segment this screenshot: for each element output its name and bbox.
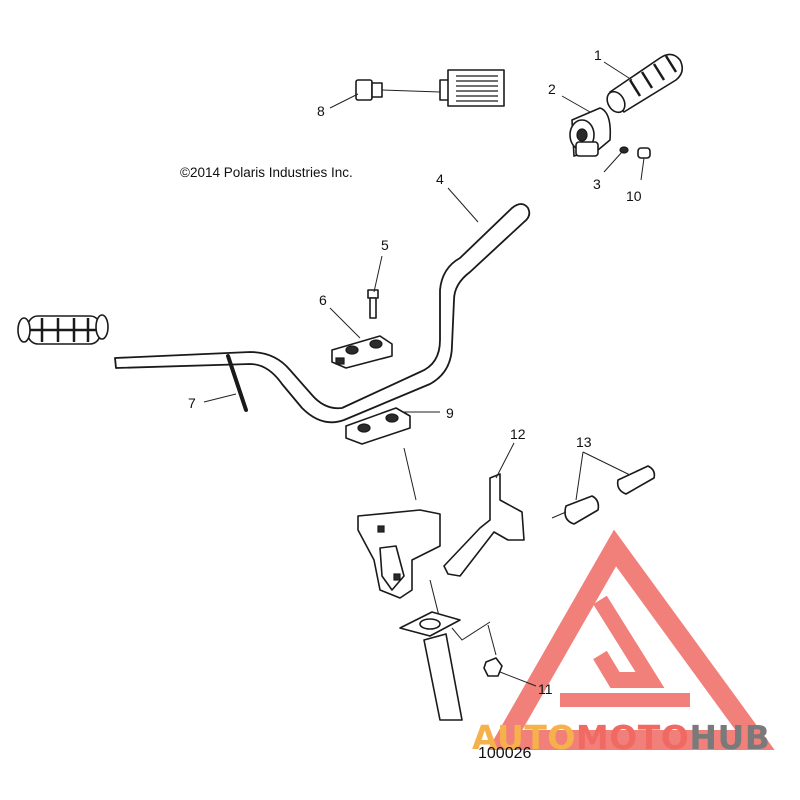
callout-8: 8 <box>317 103 325 119</box>
part-5-bolt <box>367 289 379 319</box>
part-8-heater-element <box>355 69 505 107</box>
callout-10: 10 <box>626 188 642 204</box>
watermark-hub: HUB <box>689 718 770 757</box>
left-grip <box>17 314 109 345</box>
watermark-auto: AUTO <box>472 718 576 757</box>
part-2-throttle-housing <box>569 107 612 157</box>
leader-lines <box>203 61 645 687</box>
part-6-upper-clamp <box>331 335 393 369</box>
copyright-text: ©2014 Polaris Industries Inc. <box>180 165 353 180</box>
callout-3: 3 <box>593 176 601 192</box>
watermark-text: AUTOMOTOHUB <box>472 718 770 757</box>
steering-post <box>399 611 463 721</box>
callout-2: 2 <box>548 81 556 97</box>
callout-4: 4 <box>436 171 444 187</box>
callout-6: 6 <box>319 292 327 308</box>
callout-5: 5 <box>381 237 389 253</box>
callout-11: 11 <box>538 681 553 697</box>
part-9-lower-clamp <box>345 407 411 445</box>
part-10-cap <box>637 147 651 159</box>
part-1-right-grip <box>606 53 684 114</box>
part-11-nut <box>483 657 503 677</box>
part-3-screw <box>619 146 629 154</box>
callout-7: 7 <box>188 395 196 411</box>
part-13-switch <box>551 465 656 525</box>
part-7-rod <box>226 354 248 412</box>
watermark-logo <box>487 529 775 750</box>
part-12-bracket <box>357 473 525 599</box>
document-number: 100026 <box>478 745 531 762</box>
part-4-handlebar <box>114 203 531 424</box>
callout-12: 12 <box>510 426 526 442</box>
watermark-moto: MOTO <box>576 718 689 757</box>
callout-1: 1 <box>594 47 602 63</box>
callout-13: 13 <box>576 434 592 450</box>
callout-9: 9 <box>446 405 454 421</box>
